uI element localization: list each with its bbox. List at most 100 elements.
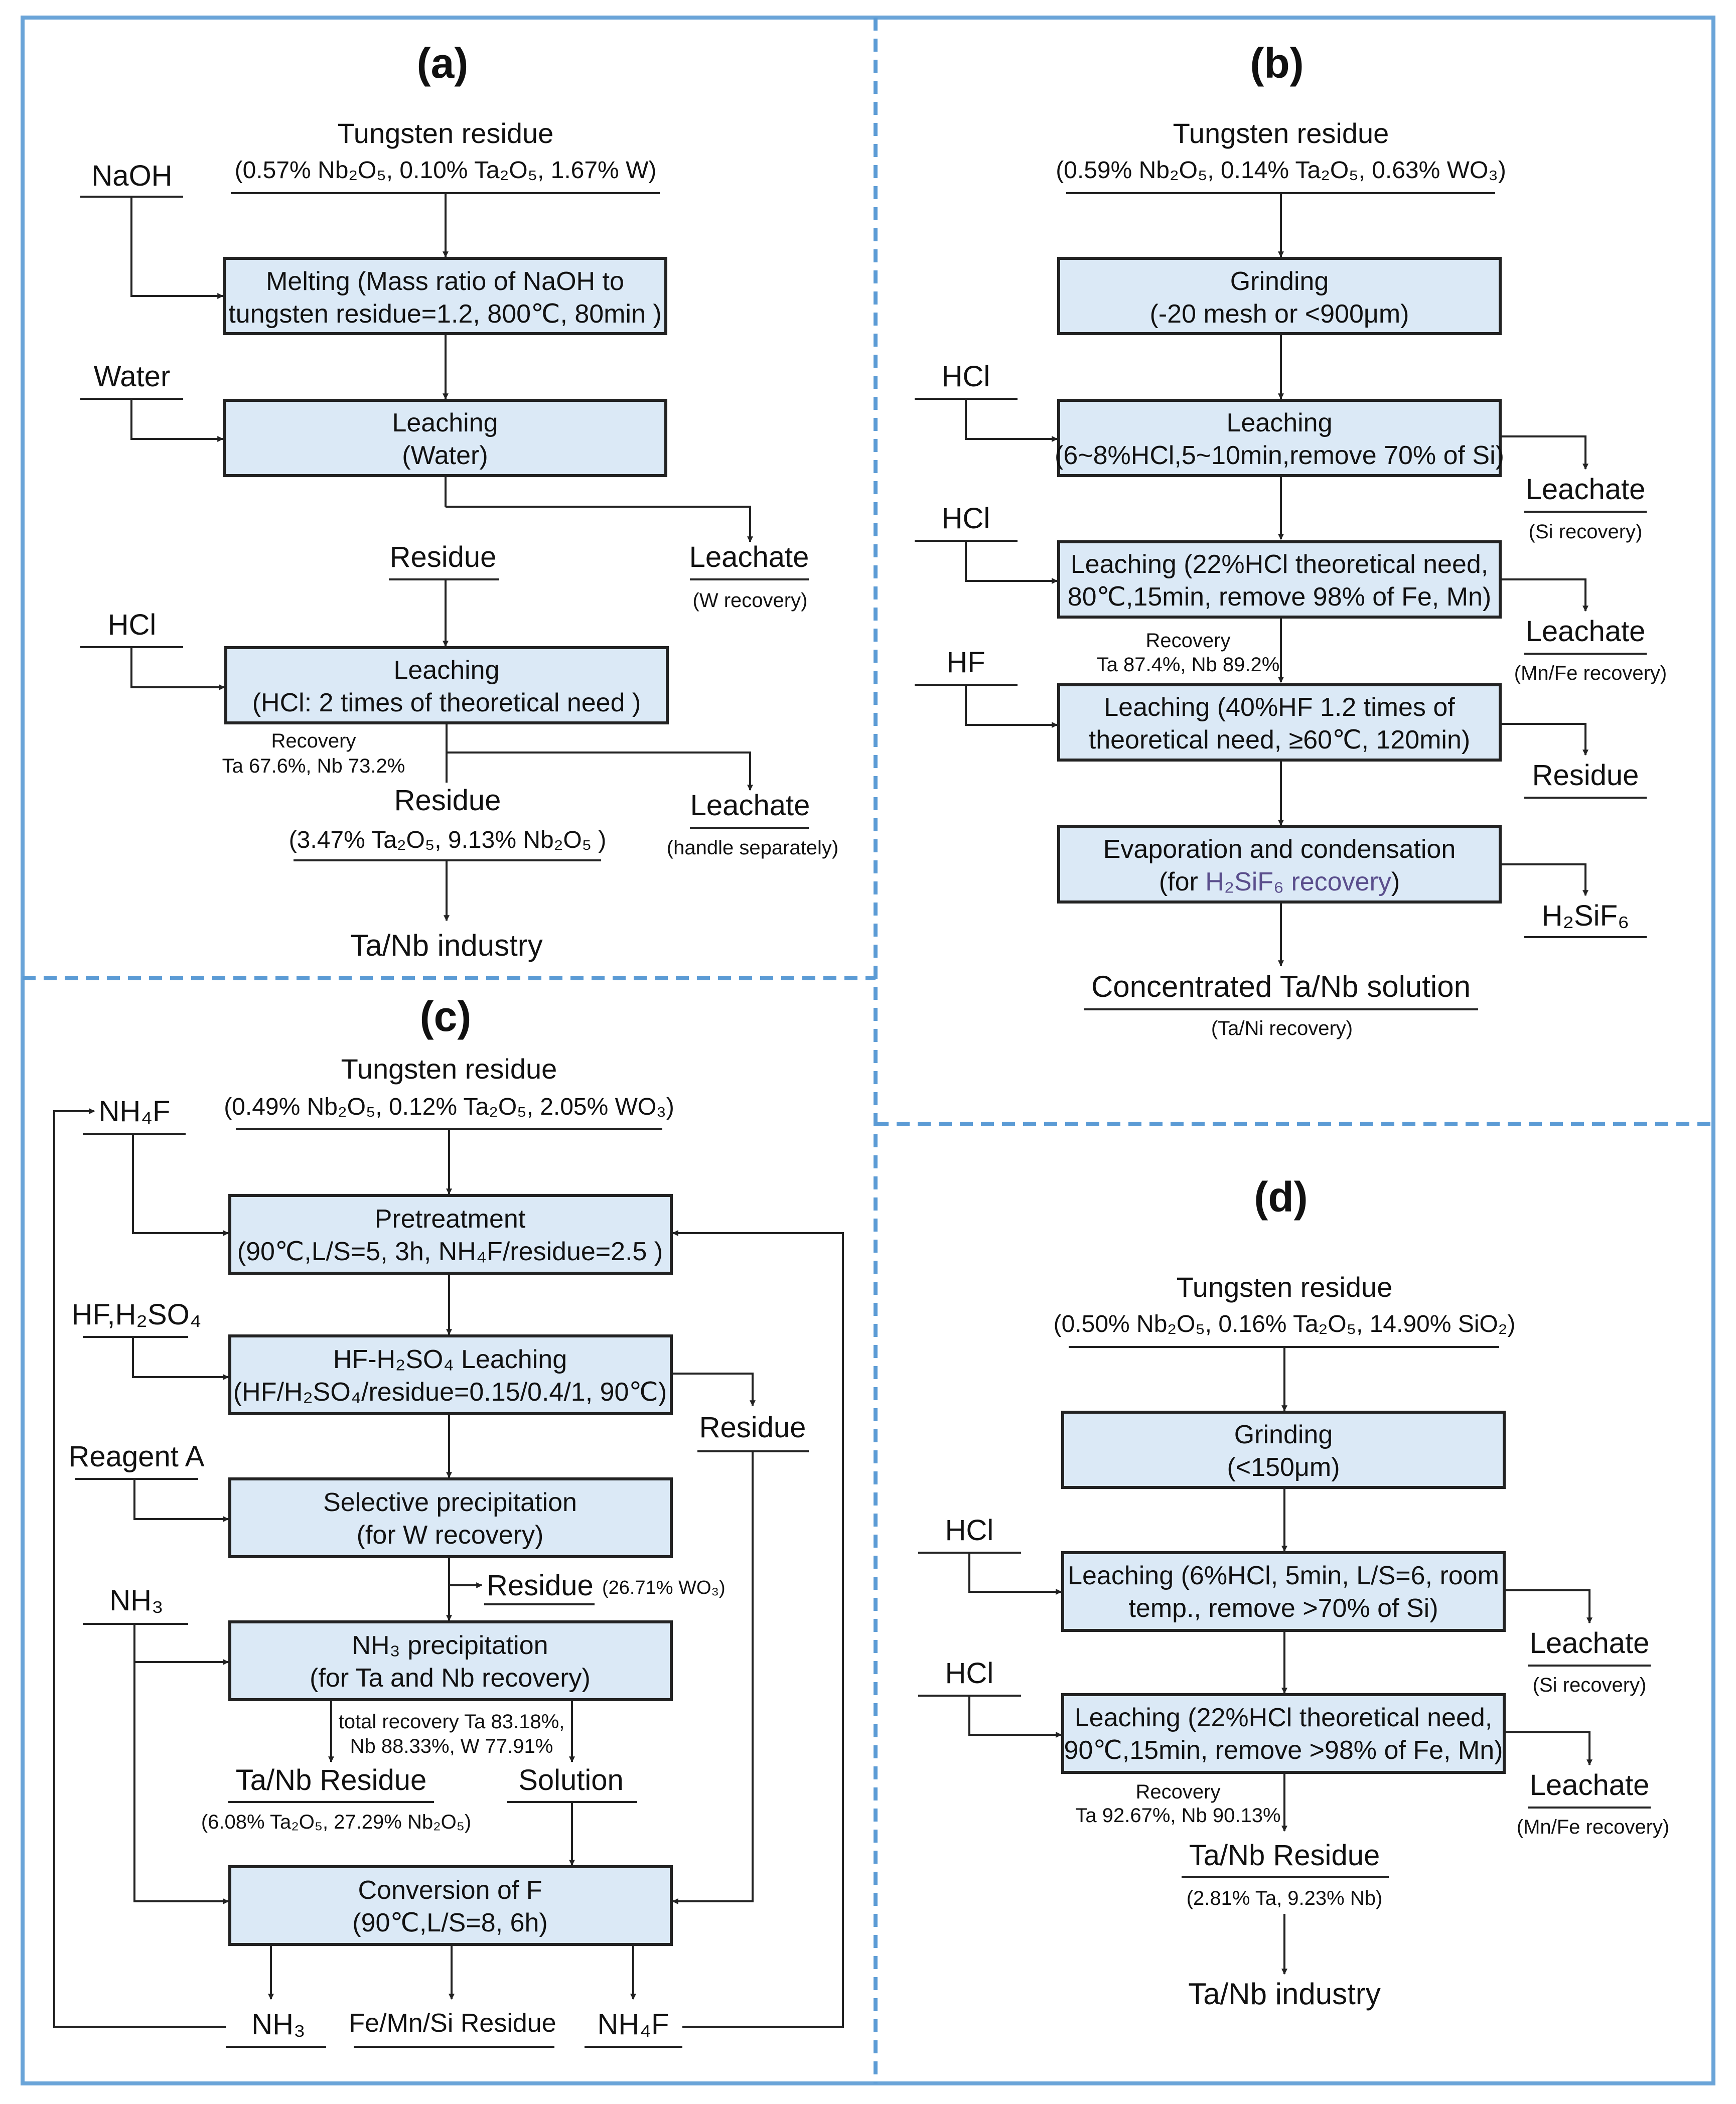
b-source-composition: (0.59% Nb₂O₅, 0.14% Ta₂O₅, 0.63% WO₃): [1056, 157, 1506, 184]
d-leach1-box: [1061, 1551, 1506, 1632]
a-arrow-leachate2: [447, 752, 753, 791]
c-arrow-hf-h2so4: [132, 1337, 229, 1380]
a-residue2: Residue: [394, 784, 501, 817]
c-reagent-hf-h2so4: HF,H₂SO₄: [72, 1298, 202, 1331]
a-leach1-line2: (Water): [402, 441, 488, 470]
a-recovery-line1: Recovery: [271, 730, 356, 752]
c-hfl-box: [228, 1334, 673, 1415]
c-source-title: Tungsten residue: [341, 1053, 557, 1085]
a-leachate1: Leachate: [689, 541, 809, 573]
c-sel-line1: Selective precipitation: [323, 1488, 577, 1517]
a-arrow-leachate1: [446, 506, 753, 543]
c-out-fe: Fe/Mn/Si Residue: [349, 2009, 556, 2038]
c-pre-line2: (90℃,L/S=5, 3h, NH₄F/residue=2.5 ): [237, 1237, 663, 1266]
b-arrow-hcl1: [965, 399, 1058, 442]
c-sel-line2: (for W recovery): [357, 1521, 544, 1550]
panel-c-label: (c): [420, 993, 472, 1040]
d-source-title: Tungsten residue: [1177, 1271, 1393, 1303]
b-h2sif6: H₂SiF₆: [1542, 899, 1630, 932]
b-leach1-box: [1057, 399, 1502, 477]
c-arrow-nh4f: [132, 1134, 229, 1236]
d-residue-composition: (2.81% Ta, 9.23% Nb): [1187, 1887, 1383, 1909]
c-arrow-residue-to-conv: [672, 1451, 754, 1904]
d-arrow-leachate1: [1504, 1589, 1593, 1624]
b-leach1-line2: (6~8%HCl,5~10min,remove 70% of Si): [1055, 441, 1504, 470]
b-arrow-hcl2: [965, 541, 1058, 584]
c-nh3p-line2: (for Ta and Nb recovery): [310, 1664, 591, 1693]
c-tanb-residue: Ta/Nb Residue: [236, 1764, 426, 1796]
b-evap-line2: (for H₂SiF₆ recovery): [1159, 867, 1400, 896]
d-grind-line2: (<150μm): [1227, 1453, 1340, 1482]
panel-b-label: (b): [1250, 40, 1304, 87]
a-residue1: Residue: [390, 541, 497, 573]
d-residue: Ta/Nb Residue: [1189, 1839, 1380, 1872]
d-leach2-box: [1061, 1693, 1506, 1774]
c-arrow-nh3: [133, 1624, 229, 1665]
c-arrow-reagent-a: [133, 1479, 229, 1522]
d-leach2-line2: 90℃,15min, remove >98% of Fe, Mn): [1064, 1736, 1503, 1765]
b-leachate2-note: (Mn/Fe recovery): [1514, 662, 1667, 684]
c-solution: Solution: [518, 1764, 624, 1796]
a-arrow-hcl: [130, 647, 225, 690]
d-leachate1-note: (Si recovery): [1533, 1674, 1647, 1696]
c-hfl-line2: (HF/H₂SO₄/residue=0.15/0.4/1, 90℃): [233, 1378, 667, 1407]
c-arrow-nh3-conv: [133, 1662, 229, 1904]
b-grind-box: [1057, 257, 1502, 335]
c-out-nh3: NH₃: [251, 2008, 305, 2041]
d-leachate2-note: (Mn/Fe recovery): [1517, 1816, 1670, 1838]
c-residue-w-composition: (26.71% WO₃): [602, 1577, 726, 1598]
c-conv-box: [228, 1865, 673, 1946]
a-melting-line1: Melting (Mass ratio of NaOH to: [266, 267, 624, 296]
b-arrow-hf: [965, 685, 1058, 728]
b-arrow-leachate2: [1500, 578, 1588, 612]
a-arrow-water: [130, 399, 224, 442]
c-residue-right: Residue: [699, 1411, 806, 1444]
b-leach2-line1: Leaching (22%HCl theoretical need,: [1071, 550, 1489, 579]
panel-a-label: (a): [417, 40, 469, 87]
c-hfl-line1: HF-H₂SO₄ Leaching: [333, 1345, 567, 1374]
d-leach1-line1: Leaching (6%HCl, 5min, L/S=6, room: [1068, 1561, 1499, 1590]
c-source-composition: (0.49% Nb₂O₅, 0.12% Ta₂O₅, 2.05% WO₃): [224, 1094, 674, 1120]
a-leach1-box: [223, 399, 667, 477]
d-arrow-leachate2: [1504, 1731, 1593, 1766]
a-leach2-line2: (HCl: 2 times of theoretical need ): [252, 688, 641, 717]
c-nh3p-line1: NH₃ precipitation: [352, 1631, 548, 1660]
b-leach2-box: [1057, 540, 1502, 619]
panel-a: (a) Tungsten residue (0.57% Nb₂O₅, 0.10%…: [80, 40, 838, 962]
d-final: Ta/Nb industry: [1188, 1977, 1381, 2011]
b-grind-line1: Grinding: [1230, 267, 1329, 296]
b-evap-box: [1057, 825, 1502, 904]
d-grind-line1: Grinding: [1234, 1420, 1333, 1449]
a-source-title: Tungsten residue: [338, 117, 554, 149]
c-residue-w: Residue: [487, 1569, 594, 1602]
c-sel-box: [228, 1477, 673, 1558]
a-leach2-box: [224, 646, 669, 724]
d-leach1-line2: temp., remove >70% of Si): [1128, 1594, 1438, 1623]
a-source-composition: (0.57% Nb₂O₅, 0.10% Ta₂O₅, 1.67% W): [235, 157, 657, 184]
b-leach2-line2: 80℃,15min, remove 98% of Fe, Mn): [1068, 582, 1492, 612]
panel-d: (d) Tungsten residue (0.50% Nb₂O₅, 0.16%…: [918, 1173, 1669, 2011]
a-final: Ta/Nb industry: [350, 929, 543, 962]
d-leachate2: Leachate: [1530, 1769, 1650, 1801]
d-leachate1: Leachate: [1530, 1627, 1650, 1660]
c-out-nh4f: NH₄F: [598, 2008, 669, 2041]
a-leachate2: Leachate: [690, 789, 810, 822]
b-recovery-line2: Ta 87.4%, Nb 89.2%: [1097, 654, 1280, 676]
b-final-note: (Ta/Ni recovery): [1211, 1017, 1353, 1039]
b-arrow-leachate1: [1500, 435, 1588, 470]
c-loop-nh3-recycle: [53, 1108, 226, 2028]
b-evap-line2-suffix: ): [1391, 867, 1400, 896]
a-reagent-naoh: NaOH: [91, 160, 172, 192]
b-leach3-line1: Leaching (40%HF 1.2 times of: [1104, 693, 1455, 722]
b-leachate1-note: (Si recovery): [1529, 521, 1643, 543]
outer-frame: [21, 16, 1715, 2085]
panel-d-label: (d): [1254, 1173, 1308, 1221]
c-conv-line1: Conversion of F: [358, 1876, 542, 1905]
b-arrow-residue: [1500, 723, 1588, 756]
b-reagent-hf: HF: [946, 646, 985, 679]
c-tanb-residue-composition: (6.08% Ta₂O₅, 27.29% Nb₂O₅): [201, 1811, 471, 1833]
d-arrow-hcl2: [968, 1696, 1062, 1738]
a-leachate2-note: (handle separately): [667, 837, 838, 859]
a-arrow-naoh: [130, 197, 224, 299]
b-source-title: Tungsten residue: [1173, 117, 1389, 149]
